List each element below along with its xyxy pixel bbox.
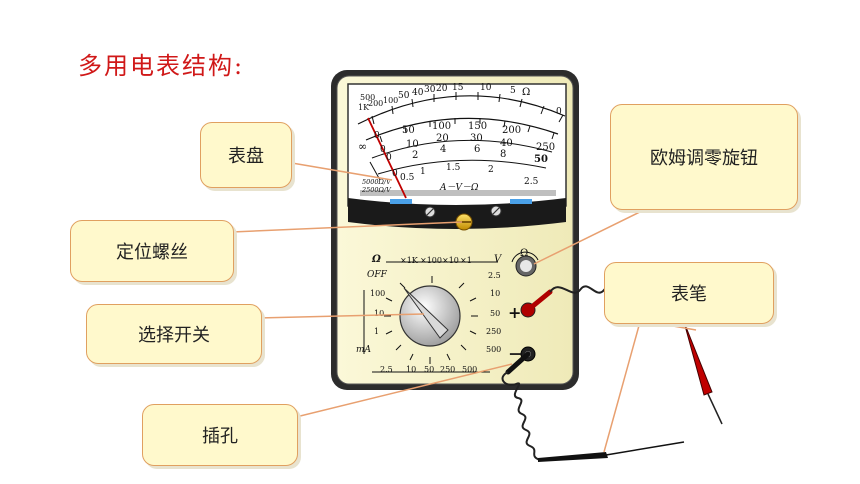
svg-text:2.5: 2.5 [488, 271, 501, 280]
callout-test-leads: 表笔 [604, 262, 774, 324]
callout-socket: 插孔 [142, 404, 298, 466]
svg-text:×100: ×100 [420, 256, 442, 265]
dial-face: 500 1K 200 100 50 40 30 20 15 10 5 0 Ω ∞… [347, 83, 567, 214]
svg-text:40: 40 [500, 138, 513, 149]
leader-screw [231, 221, 463, 233]
svg-text:100: 100 [383, 96, 398, 105]
svg-text:2.5: 2.5 [380, 365, 393, 374]
black-test-lead[interactable] [501, 351, 685, 462]
svg-text:2500Ω/V: 2500Ω/V [361, 186, 392, 194]
leader-switch [257, 313, 425, 319]
zero-screw-panel [348, 198, 566, 229]
page-title: 多用电表结构: [78, 52, 245, 80]
svg-text:15: 15 [452, 83, 464, 93]
svg-text:200: 200 [368, 99, 383, 108]
selector-switch-knob[interactable] [399, 285, 461, 347]
svg-text:0: 0 [556, 107, 562, 117]
svg-text:20: 20 [436, 133, 449, 144]
svg-text:20: 20 [436, 84, 448, 94]
svg-text:0: 0 [374, 131, 380, 141]
meter-needle [367, 117, 407, 199]
svg-text:30: 30 [470, 133, 483, 144]
svg-text:Ω: Ω [522, 87, 530, 98]
svg-text:250: 250 [486, 327, 501, 336]
svg-text:250: 250 [440, 365, 455, 374]
svg-text:1.5: 1.5 [446, 163, 461, 173]
svg-text:50: 50 [490, 309, 500, 318]
leader-ohm-knob [533, 205, 653, 265]
svg-text:0.5: 0.5 [400, 173, 415, 183]
leader-socket [291, 363, 513, 419]
svg-text:2: 2 [488, 165, 494, 175]
svg-text:0: 0 [380, 145, 386, 155]
svg-text:A－V－Ω: A－V－Ω [439, 183, 479, 193]
svg-text:50: 50 [534, 154, 548, 165]
svg-text:250: 250 [536, 142, 555, 153]
svg-text:∞: ∞ [358, 140, 367, 153]
callout-positioning-screw: 定位螺丝 [70, 220, 234, 282]
svg-text:2: 2 [412, 150, 418, 161]
svg-text:Ω: Ω [520, 248, 528, 259]
svg-text:5000Ω/V: 5000Ω/V [362, 178, 392, 186]
svg-text:V: V [494, 254, 503, 265]
svg-text:30: 30 [424, 85, 436, 95]
svg-text:10: 10 [490, 289, 500, 298]
svg-text:6: 6 [474, 144, 480, 155]
svg-text:8: 8 [500, 149, 506, 160]
svg-text:+: + [508, 303, 521, 322]
svg-text:mA: mA [356, 345, 372, 355]
svg-text:×1: ×1 [460, 256, 472, 265]
svg-text:0: 0 [386, 153, 392, 163]
svg-text:×1K: ×1K [400, 256, 419, 265]
svg-text:Ω: Ω [371, 254, 381, 265]
leader-leads-black [603, 321, 641, 453]
callout-ohm-zero-knob: 欧姆调零旋钮 [610, 104, 798, 210]
ohm-zero-knob[interactable]: Ω [511, 248, 539, 277]
svg-text:100: 100 [432, 121, 451, 132]
svg-text:1: 1 [420, 167, 426, 177]
svg-text:40: 40 [412, 88, 424, 98]
svg-text:100: 100 [370, 289, 385, 298]
svg-text:×10: ×10 [442, 256, 459, 265]
svg-text:50: 50 [402, 125, 415, 136]
svg-text:1: 1 [374, 327, 379, 336]
range-selector-panel: Ω ×1K ×100 ×10 ×1 V OFF 100 10 1 2.5 10 … [356, 254, 503, 374]
svg-text:5: 5 [510, 86, 516, 96]
svg-text:0: 0 [392, 169, 398, 179]
leader-panel [285, 161, 393, 181]
svg-text:500: 500 [486, 345, 501, 354]
svg-text:50: 50 [398, 91, 410, 101]
callout-selector-switch: 选择开关 [86, 304, 262, 364]
svg-text:500: 500 [462, 365, 477, 374]
svg-text:10: 10 [374, 309, 384, 318]
svg-text:500: 500 [360, 93, 375, 102]
svg-text:2.5: 2.5 [524, 177, 539, 187]
svg-text:1K: 1K [358, 103, 370, 112]
svg-text:10: 10 [406, 365, 416, 374]
svg-text:4: 4 [440, 144, 446, 155]
svg-text:200: 200 [502, 125, 521, 136]
svg-text:OFF: OFF [367, 270, 388, 280]
callout-dial-panel: 表盘 [200, 122, 292, 188]
svg-text:10: 10 [406, 139, 419, 150]
svg-text:10: 10 [480, 83, 492, 93]
svg-text:150: 150 [468, 121, 487, 132]
svg-text:50: 50 [424, 365, 434, 374]
